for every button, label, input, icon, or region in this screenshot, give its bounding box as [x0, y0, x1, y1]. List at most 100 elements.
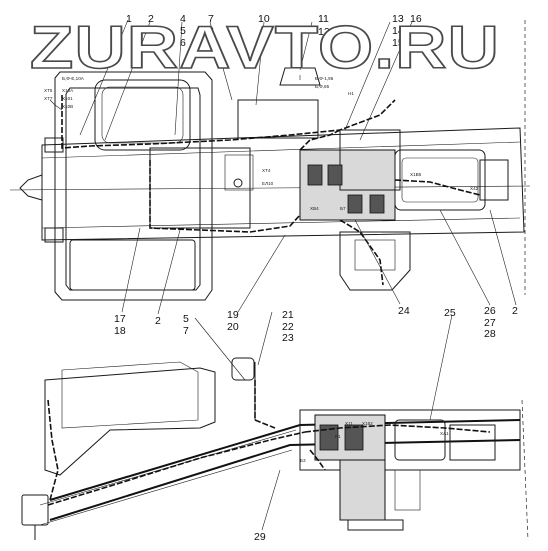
callout-6: 6	[180, 37, 186, 49]
watermark-text: ZURAVTO.RU	[30, 14, 500, 81]
leader-25	[429, 314, 453, 421]
callout-17: 17	[114, 313, 126, 325]
leader-21	[257, 311, 273, 366]
callout-2c: 2	[512, 305, 518, 317]
cab-outline	[54, 71, 213, 301]
callout-19: 19	[227, 309, 239, 321]
cab-lower-frame	[69, 239, 196, 291]
leader-24	[354, 219, 401, 305]
console-box	[224, 154, 254, 191]
callout-5b: 5	[183, 313, 189, 325]
callout-27: 27	[484, 317, 496, 329]
marking-13: Х42	[470, 186, 479, 191]
marking-17: Х162	[362, 421, 373, 426]
callout-7: 7	[208, 13, 214, 25]
callout-2b: 2	[155, 315, 161, 327]
callout-23: 23	[282, 332, 294, 344]
leader-lines	[79, 19, 517, 531]
harness-carriage	[304, 424, 491, 433]
engine-cylinder-4	[369, 194, 385, 214]
marking-12: Х1В6	[410, 172, 422, 177]
marking-20: ХА1	[440, 431, 449, 436]
outrigger-foot-side	[347, 519, 404, 531]
leader-5	[194, 317, 246, 381]
callout-24: 24	[398, 305, 410, 317]
leader-13	[344, 21, 391, 131]
callout-8: 8	[208, 25, 214, 37]
callout-16: 16	[410, 13, 422, 25]
lamp-housing-top	[279, 67, 321, 86]
engine-cylinder-2	[327, 164, 343, 186]
callout-14: 14	[392, 25, 404, 37]
leader-2	[104, 21, 151, 141]
callout-29: 29	[254, 531, 266, 543]
harness-main-top	[61, 95, 396, 149]
callout-10: 10	[258, 13, 270, 25]
marking-4: ХТ7	[44, 96, 53, 101]
outrigger-box-side	[394, 469, 421, 511]
harness-rear-side	[309, 449, 326, 471]
cab-window-inner	[101, 86, 184, 144]
leader-2b	[157, 229, 181, 315]
pump-side	[449, 424, 496, 461]
marking-19: Б3	[300, 458, 306, 463]
top-view	[9, 67, 531, 301]
hydraulic-tank-inner	[401, 157, 479, 203]
side-view	[21, 357, 521, 540]
front-lamp-left	[44, 137, 64, 153]
marking-8: Б,Ф,85	[315, 84, 330, 89]
harness-engine-top	[299, 129, 341, 151]
frame-border-dashed	[521, 20, 529, 541]
boom-lower	[49, 439, 521, 521]
callout-28: 28	[484, 328, 496, 340]
marking-14: ХВ4	[310, 206, 319, 211]
cab-side-window	[61, 361, 199, 429]
harness-lamp-drop	[254, 380, 276, 429]
pump-unit	[479, 159, 509, 201]
harness-outrigger-top	[339, 219, 384, 286]
marking-2: ХТ5	[44, 88, 53, 93]
marking-3: Х10А	[62, 88, 74, 93]
leader-4	[174, 21, 183, 136]
marking-6: Х10В	[62, 104, 73, 109]
leader-1	[79, 19, 129, 136]
center-fitting	[233, 178, 243, 188]
leader-10	[255, 21, 265, 106]
chassis-centerline	[9, 185, 531, 191]
marking-7: Б,Ф-1,95	[315, 76, 334, 81]
harness-lower-top	[149, 160, 301, 233]
harness-branch-cab	[49, 99, 63, 111]
callout-7b: 7	[183, 325, 189, 337]
callout-12: 12	[318, 26, 330, 38]
callout-13: 13	[392, 13, 404, 25]
leader-19	[237, 234, 286, 313]
cab-side-outline	[44, 367, 216, 476]
callout-2: 2	[148, 13, 154, 25]
engine-cylinder-1	[307, 164, 323, 186]
chassis-rail-lower	[41, 217, 521, 229]
valve-block-2	[344, 424, 364, 451]
callout-1: 1	[126, 13, 132, 25]
marking-16: Х11	[345, 421, 353, 426]
callout-20: 20	[227, 321, 239, 333]
engine-housing	[339, 129, 401, 191]
tank-side	[394, 419, 446, 461]
marking-11: ЕЛ10	[262, 181, 274, 186]
valve-block-1	[319, 424, 339, 451]
engine-cylinder-3	[347, 194, 363, 214]
leader-17	[121, 227, 141, 313]
callout-26: 26	[484, 305, 496, 317]
front-hook	[19, 174, 43, 201]
callout-15: 15	[392, 37, 404, 49]
leader-2c	[489, 209, 517, 306]
marking-18: Р1	[335, 434, 341, 439]
beacon-lamp	[231, 357, 255, 381]
wire-markings: Б,Ф-Е,10А ХТ5 Х10А ХТ7 Х101 Х10В Б,Ф-1,9…	[44, 76, 479, 463]
cab-inner-outline	[65, 87, 201, 291]
leader-7	[209, 21, 233, 101]
marking-15: Б7	[340, 206, 346, 211]
leader-16	[359, 21, 413, 141]
harness-boom	[47, 431, 306, 506]
front-lamp-right	[44, 227, 64, 243]
